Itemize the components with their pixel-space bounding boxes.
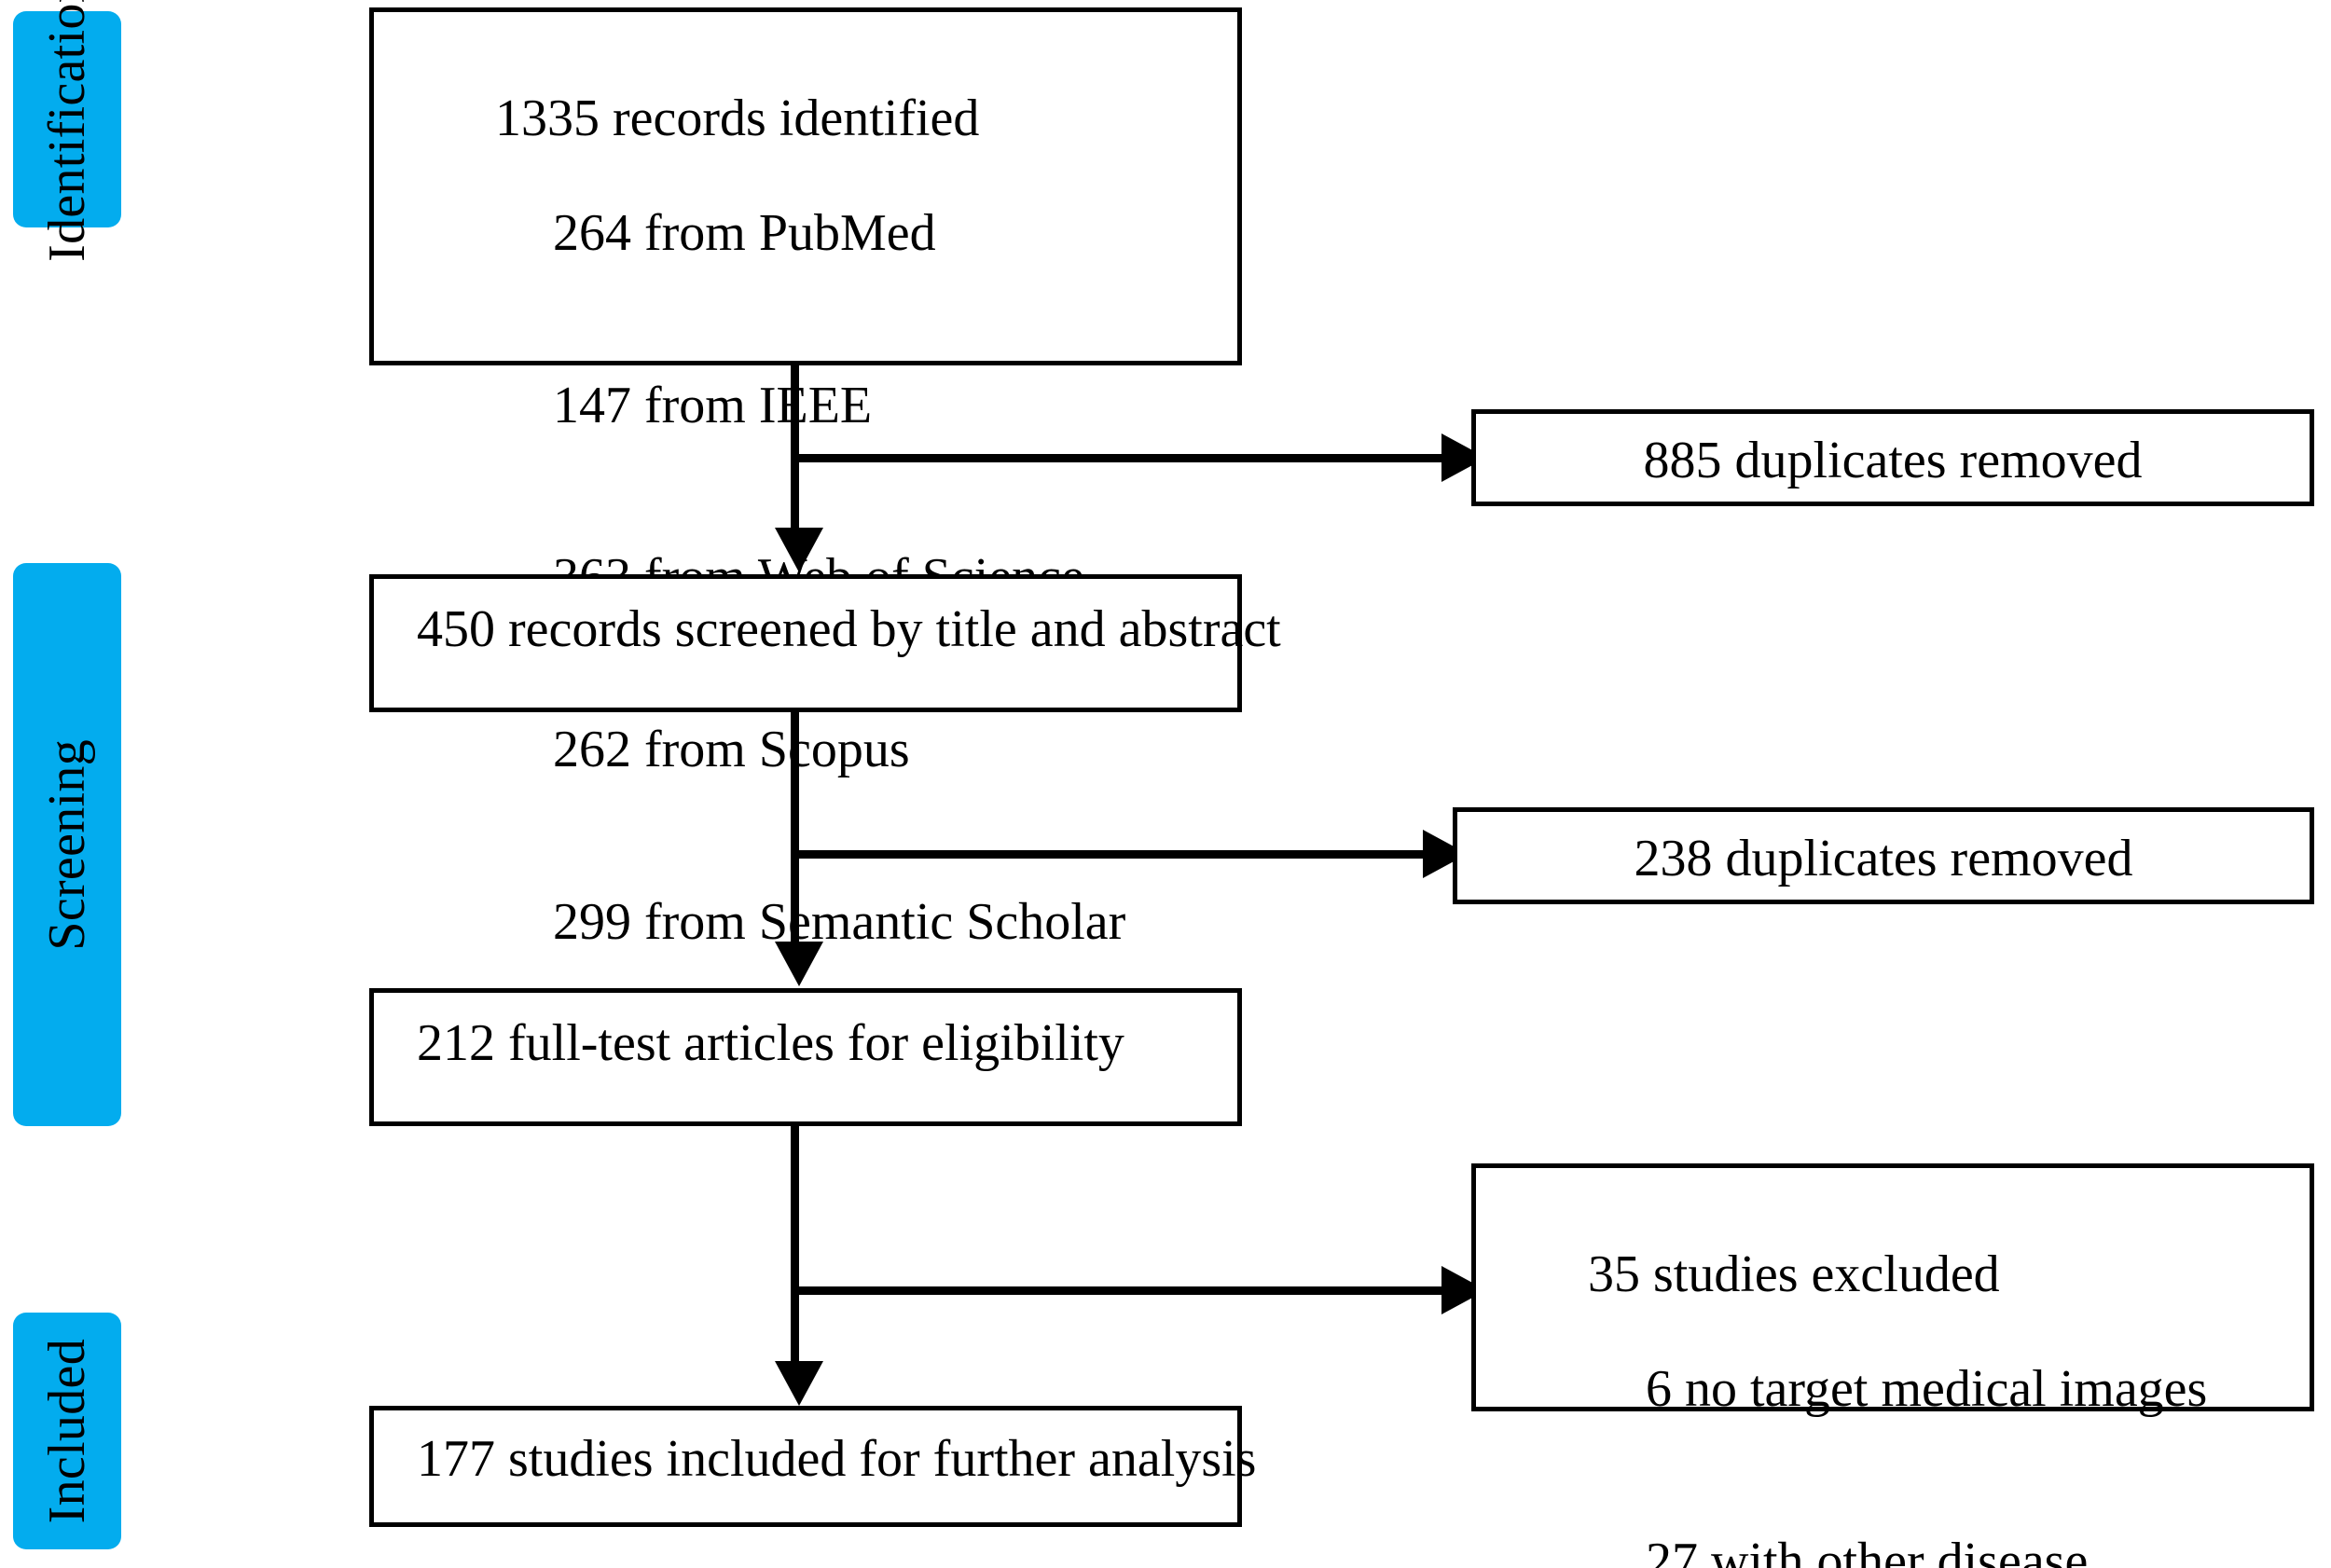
box-duplicates-removed-2-text: 238 duplicates removed <box>1634 830 2133 887</box>
source-scopus: 262 from Scopus <box>553 721 910 779</box>
records-identified-title: 1335 records identified <box>495 89 980 147</box>
connector-screened-to-duplicates2 <box>794 850 1428 859</box>
studies-excluded-title: 35 studies excluded <box>1588 1245 2000 1303</box>
source-ieee: 147 from IEEE <box>553 376 873 434</box>
box-full-text-articles: 212 full-test articles for eligibility <box>369 988 1242 1126</box>
box-duplicates-removed-1: 885 duplicates removed <box>1471 409 2314 506</box>
stage-included: Included <box>13 1313 121 1549</box>
box-studies-excluded-text: 35 studies excluded 6 no target medical … <box>1510 1189 2300 1568</box>
connector-eligibility-to-final <box>791 1126 799 1378</box>
stage-identification: Identification <box>13 0 121 262</box>
connector-screened-to-eligibility <box>791 712 799 958</box>
stage-identification-label: Identification <box>38 0 96 262</box>
box-studies-excluded: 35 studies excluded 6 no target medical … <box>1471 1163 2314 1568</box>
box-records-identified: 1335 records identified 264 from PubMed … <box>369 7 1242 951</box>
arrowhead-identified-to-screened <box>775 528 823 572</box>
box-full-text-articles-text: 212 full-test articles for eligibility <box>417 1014 1124 1072</box>
stage-included-label: Included <box>38 1338 96 1524</box>
stage-screening-label: Screening <box>38 738 96 951</box>
stage-screening: Screening <box>13 563 121 1126</box>
box-duplicates-removed-1-text: 885 duplicates removed <box>1643 432 2143 489</box>
connector-eligibility-to-excluded <box>794 1286 1447 1295</box>
box-studies-included-text: 177 studies included for further analysi… <box>417 1430 1257 1488</box>
arrowhead-eligibility-to-final <box>775 1361 823 1406</box>
arrowhead-screened-to-eligibility <box>775 942 823 986</box>
exclusion-no-target-medical-images: 6 no target medical images <box>1646 1359 2208 1418</box>
box-records-screened-text: 450 records screened by title and abstra… <box>417 600 1281 658</box>
box-studies-included: 177 studies included for further analysi… <box>369 1406 1257 1527</box>
connector-identified-to-duplicates1 <box>794 454 1447 462</box>
exclusion-other-disease: 27 with other disease <box>1646 1532 2089 1568</box>
source-pubmed: 264 from PubMed <box>553 203 936 262</box>
box-duplicates-removed-2: 238 duplicates removed <box>1453 807 2314 904</box>
box-records-screened: 450 records screened by title and abstra… <box>369 574 1281 712</box>
